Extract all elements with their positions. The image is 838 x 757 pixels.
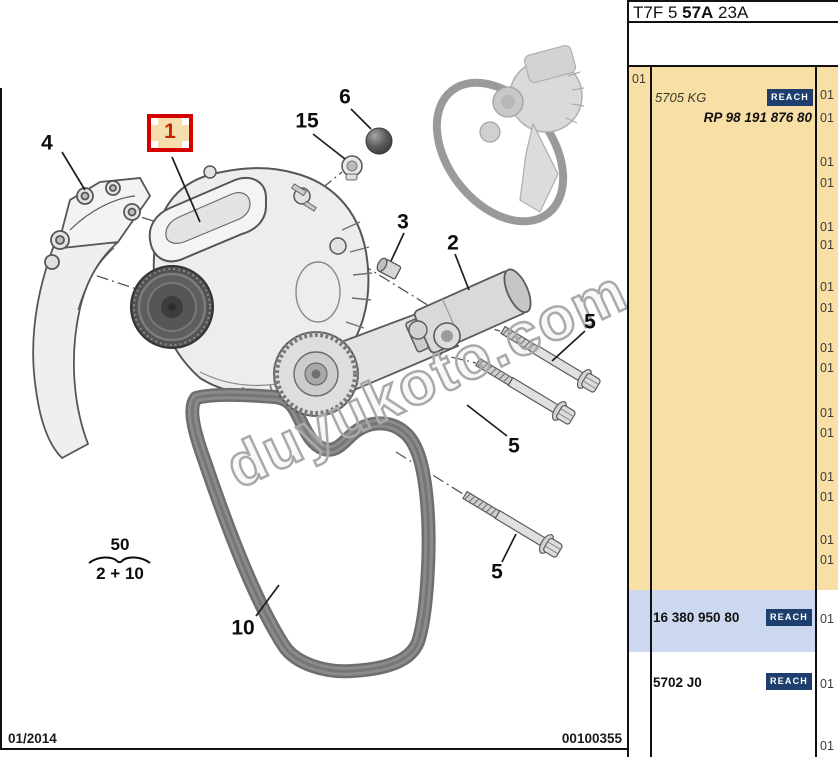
exploded-view-drawing (32, 45, 604, 679)
qty-01: 01 (820, 301, 834, 315)
qty-01: 01 (820, 490, 834, 504)
tensioner-drawing (273, 268, 532, 417)
leader-lines (61, 108, 586, 617)
qty-01: 01 (820, 533, 834, 547)
callout-5[interactable]: 5 (491, 560, 503, 584)
qty-01: 01 (820, 341, 834, 355)
qty-01: 01 (820, 155, 834, 169)
qty-01: 01 (820, 406, 834, 420)
qty-01: 01 (820, 739, 834, 753)
callout-1-label: 1 (164, 120, 176, 143)
reach-badge[interactable]: REACH (767, 89, 813, 106)
fraction-bottom: 2 + 10 (96, 563, 144, 583)
callout-1-box[interactable]: 1 (147, 114, 193, 152)
group-band-orange (629, 67, 838, 590)
reach-badge[interactable]: REACH (766, 609, 812, 626)
callout-6[interactable]: 6 (339, 85, 351, 109)
qty-01: 01 (820, 88, 834, 102)
reach-badge[interactable]: REACH (766, 673, 812, 690)
qty-01: 01 (820, 111, 834, 125)
callout-5[interactable]: 5 (508, 434, 520, 458)
diagram-border-left (0, 88, 2, 750)
qty-01: 01 (820, 238, 834, 252)
qty-01: 01 (820, 553, 834, 567)
qty-01: 01 (820, 220, 834, 234)
belt-length-note: 50 2 + 10 (84, 536, 156, 583)
catalog-code-header: T7F 5 57A 23A (627, 0, 838, 23)
part-reference-number: RP 98 191 876 80 (703, 110, 812, 125)
fraction-brace (88, 556, 151, 564)
revision-date: 01/2014 (8, 731, 57, 746)
qty-01: 01 (820, 677, 834, 691)
nut-drawing (341, 155, 363, 181)
fraction-top: 50 (110, 535, 130, 554)
qty-01: 01 (820, 361, 834, 375)
part-weight-label: 5705 KG (655, 90, 707, 105)
qty-01: 01 (820, 280, 834, 294)
column-divider-right (815, 67, 817, 757)
callout-4[interactable]: 4 (41, 131, 53, 155)
sidebar-left-border (627, 0, 629, 757)
callout-5[interactable]: 5 (584, 310, 596, 334)
assembled-thumbnail (432, 45, 585, 226)
empty-row (627, 23, 838, 67)
qty-01: 01 (820, 426, 834, 440)
group-qty: 01 (632, 72, 646, 86)
sheet-number: 00100355 (561, 731, 622, 746)
mounting-bracket-drawing (32, 177, 152, 460)
ball-cap-drawing (365, 127, 393, 155)
callout-3[interactable]: 3 (397, 210, 409, 234)
column-divider-left (650, 67, 652, 757)
callout-2[interactable]: 2 (447, 231, 459, 255)
diagram-border-bottom (0, 748, 629, 750)
callout-15[interactable]: 15 (295, 109, 319, 133)
qty-01: 01 (820, 176, 834, 190)
qty-01: 01 (820, 470, 834, 484)
part-number-selected: 16 380 950 80 (653, 610, 740, 625)
parts-list-sidebar: T7F 5 57A 23A 01 5705 KG REACH RP 98 191… (627, 0, 838, 757)
callout-10[interactable]: 10 (231, 616, 255, 640)
qty-01: 01 (820, 612, 834, 626)
spacer-drawing (376, 257, 402, 280)
part-number: 5702 J0 (653, 675, 702, 690)
